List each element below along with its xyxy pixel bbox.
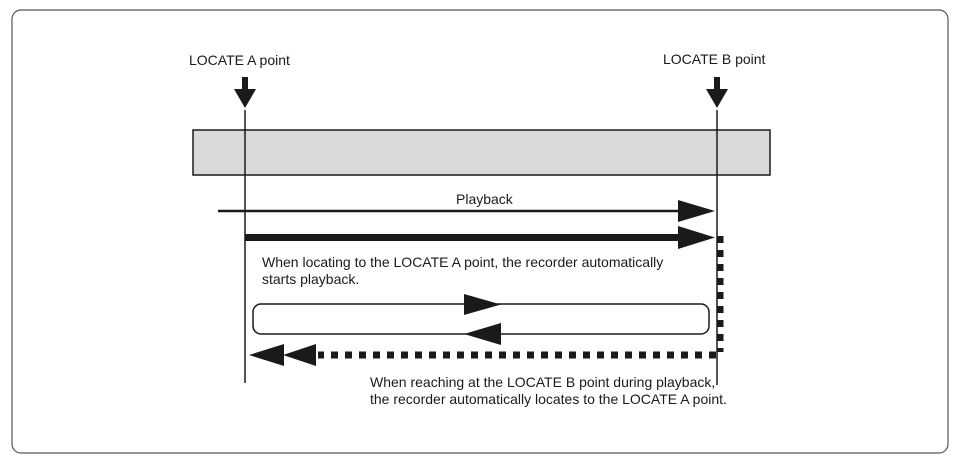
locate-a-playback-arrow [245,226,715,249]
locate-a-note: When locating to the LOCATE A point, the… [262,254,664,287]
playback-label: Playback [456,191,513,207]
loop-forward-arrowhead-icon [464,294,501,315]
locate-b-down-arrow-icon [706,77,728,108]
locate-a-label: LOCATE A point [189,52,290,68]
locate-b-note: When reaching at the LOCATE B point duri… [370,374,727,407]
locate-a-down-arrow-icon [234,77,256,108]
playback-arrow [218,200,715,222]
locate-b-label: LOCATE B point [663,51,766,67]
outer-frame [11,9,949,454]
loop-backward-arrowhead-icon [464,323,501,345]
track-band [192,129,771,176]
return-dotted-path [249,236,724,366]
